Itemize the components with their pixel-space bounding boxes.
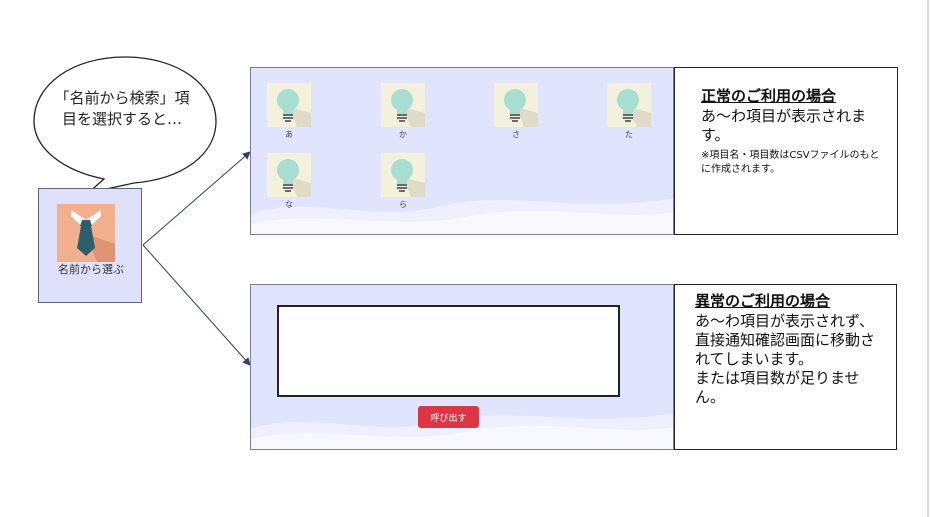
- kana-item[interactable]: た: [607, 83, 651, 145]
- wave-decoration: [251, 413, 673, 449]
- kana-item[interactable]: ら: [381, 153, 425, 215]
- normal-case-note: 正常のご利用の場合 あ～わ項目が表示されます。 ※項目名・項目数はCSVファイル…: [674, 67, 898, 235]
- lightbulb-icon: [607, 83, 651, 127]
- speech-bubble-text: 「名前から検索」項目を選択すると…: [54, 89, 190, 128]
- kana-item-label: な: [285, 200, 293, 209]
- lightbulb-icon: [267, 153, 311, 197]
- kana-item-label: あ: [285, 130, 293, 139]
- necktie-icon: [57, 204, 115, 262]
- kana-item[interactable]: な: [267, 153, 311, 215]
- normal-case-footnote: ※項目名・項目数はCSVファイルのもとに作成されます。: [701, 150, 880, 175]
- error-case-body-2: または項目数が足りません。: [695, 369, 860, 406]
- notification-display-box: [277, 305, 620, 397]
- call-button[interactable]: 呼び出す: [418, 406, 479, 428]
- error-result-panel: 呼び出す: [250, 284, 674, 450]
- lightbulb-icon: [381, 153, 425, 197]
- kana-item[interactable]: あ: [267, 83, 311, 145]
- error-case-body: あ～わ項目が表示されず、直接通知確認画面に移動されてしまいます。: [695, 312, 876, 368]
- name-select-tile[interactable]: 名前から選ぶ: [38, 188, 142, 303]
- error-case-note: 異常のご利用の場合 あ～わ項目が表示されず、直接通知確認画面に移動されてしまいま…: [674, 284, 897, 450]
- kana-item-label: た: [625, 130, 633, 139]
- normal-case-title: 正常のご利用の場合: [701, 87, 837, 105]
- kana-item-label: か: [399, 130, 407, 139]
- normal-result-panel: あ か さ たな ら: [250, 67, 674, 235]
- kana-item-label: ら: [399, 200, 407, 209]
- normal-case-body: あ～わ項目が表示されます。: [701, 107, 867, 144]
- lightbulb-icon: [381, 83, 425, 127]
- name-select-label: 名前から選ぶ: [58, 263, 124, 276]
- kana-item[interactable]: さ: [494, 83, 538, 145]
- page-edge-rule: [927, 0, 929, 517]
- kana-item-label: さ: [512, 130, 520, 139]
- lightbulb-icon: [494, 83, 538, 127]
- kana-item[interactable]: か: [381, 83, 425, 145]
- lightbulb-icon: [267, 83, 311, 127]
- wave-decoration: [251, 198, 673, 234]
- arrow-to-error: [142, 244, 251, 366]
- error-case-title: 異常のご利用の場合: [695, 292, 831, 310]
- arrow-to-normal: [142, 151, 251, 246]
